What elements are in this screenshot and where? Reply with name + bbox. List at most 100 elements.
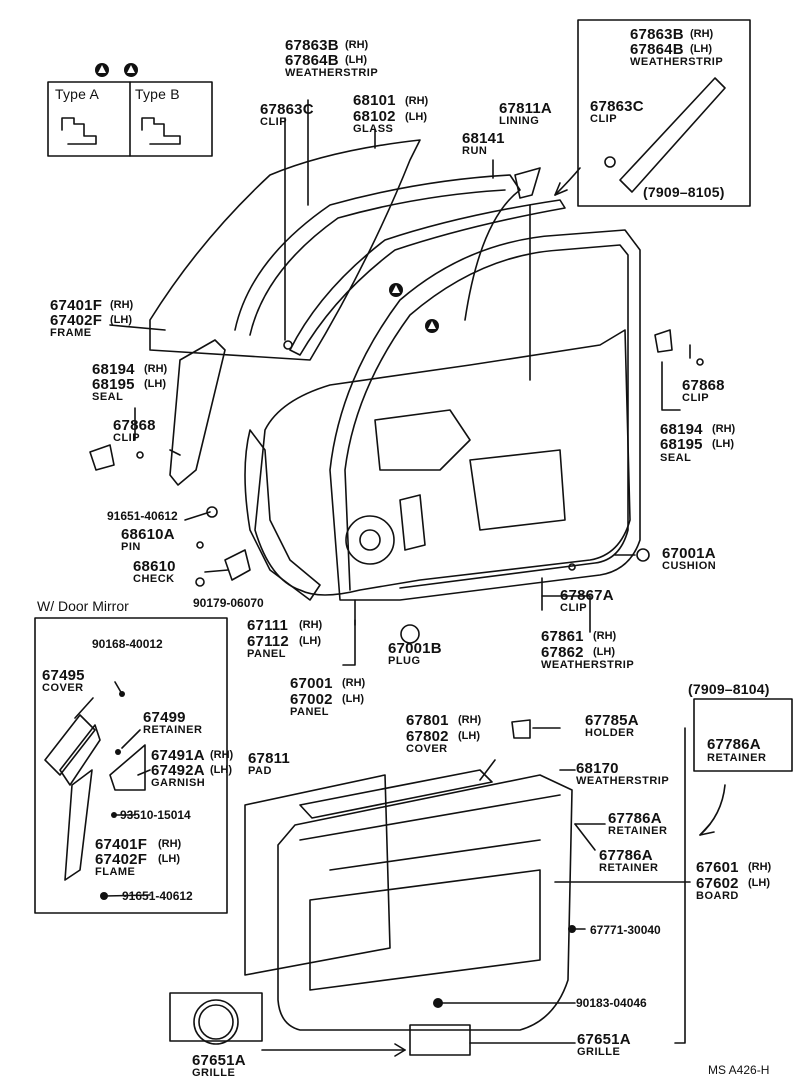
ws-r-rh: 67863B <box>630 26 684 43</box>
grille-box <box>169 992 263 1042</box>
board-rh: 67601 <box>696 859 739 876</box>
m-frame-lh-side: (LH) <box>158 853 180 865</box>
ret-2: 67786A <box>599 847 653 864</box>
frame-lh-side: (LH) <box>110 314 132 326</box>
plug-cap: PLUG <box>388 655 421 667</box>
panel-lh: 67112 <box>247 633 289 650</box>
pin: 68610A <box>121 526 175 543</box>
frame-bar <box>169 339 226 486</box>
ws-b-lh: 67862 <box>541 644 584 661</box>
holder: 67785A <box>585 712 639 729</box>
ws-b-rh: 67861 <box>541 628 584 645</box>
pin-cap: PIN <box>121 541 141 553</box>
diagram-code: MS A426-H <box>708 1063 770 1077</box>
panel-lh-side: (LH) <box>299 635 321 647</box>
bolt-2: 90179-06070 <box>193 596 264 610</box>
m-garnish-rh: 67491A <box>151 747 205 764</box>
frame-rh: 67401F <box>50 297 103 314</box>
weatherstrip-top <box>289 199 566 356</box>
m-garnish-lh: 67492A <box>151 762 205 779</box>
ws-top-cap: WEATHERSTRIP <box>285 67 379 79</box>
clip-l: 67868 <box>113 417 156 434</box>
trim-board <box>277 774 573 1031</box>
door-panel <box>254 329 631 596</box>
ret-box-cap: RETAINER <box>707 752 767 764</box>
glass-lh: 68102 <box>353 108 396 125</box>
m-screw2: 93510-15014 <box>120 808 191 822</box>
frame-lh: 67402F <box>50 312 103 329</box>
cover-rh: 67801 <box>406 712 449 729</box>
grille: 67651A <box>577 1031 631 1048</box>
glass-rh-side: (RH) <box>405 95 429 107</box>
ws-b-rh-side: (RH) <box>593 630 617 642</box>
run: 68141 <box>462 130 505 147</box>
m-frame-rh-side: (RH) <box>158 838 182 850</box>
glass-lh-side: (LH) <box>405 111 427 123</box>
door-rh-side: (RH) <box>342 677 366 689</box>
ws-b-lh-side: (LH) <box>593 646 615 658</box>
cushion: 67001A <box>662 545 716 562</box>
mirror-title: W/ Door Mirror <box>37 598 129 614</box>
cover-lh: 67802 <box>406 728 449 745</box>
seal-r-rh: 68194 <box>660 421 703 438</box>
ret-2-cap: RETAINER <box>599 862 659 874</box>
board-lh-side: (LH) <box>748 877 770 889</box>
clip-c: 67863C <box>260 101 314 118</box>
seal-r-lh-side: (LH) <box>712 438 734 450</box>
board-rh-side: (RH) <box>748 861 772 873</box>
m-screw: 90168-40012 <box>92 637 163 651</box>
seal-r-lh: 68195 <box>660 436 703 453</box>
retainer-box <box>693 698 793 772</box>
grille-part <box>409 1024 471 1056</box>
m-frame-lh: 67402F <box>95 851 148 868</box>
seal-l-lh-side: (LH) <box>144 378 166 390</box>
glass-run <box>234 174 521 331</box>
seal-l-cap: SEAL <box>92 391 124 403</box>
frame-rh-side: (RH) <box>110 299 134 311</box>
ws-top-rh-side: (RH) <box>345 39 369 51</box>
mirror-box <box>34 617 228 914</box>
grille-c: 67651A <box>192 1052 246 1069</box>
cover-lh-side: (LH) <box>458 730 480 742</box>
door-lh-side: (LH) <box>342 693 364 705</box>
ws-r-lh: 67864B <box>630 41 684 58</box>
door-cap: PANEL <box>290 706 329 718</box>
bolt-1: 91651-40612 <box>107 509 178 523</box>
clip-a: 67867A <box>560 587 614 604</box>
run-cap: RUN <box>462 145 488 157</box>
board-cap: BOARD <box>696 890 739 902</box>
lining-cap: LINING <box>499 115 540 127</box>
type-a-label: Type A <box>55 86 100 102</box>
cushion-cap: CUSHION <box>662 560 717 572</box>
board-lh: 67602 <box>696 875 739 892</box>
check-cap: CHECK <box>133 573 175 585</box>
m-garnish-rh-side: (RH) <box>210 749 234 761</box>
clip-c-cap: CLIP <box>260 116 288 128</box>
m-frame-cap: FLAME <box>95 866 136 878</box>
door-frame <box>329 229 641 601</box>
seal-r-rh-side: (RH) <box>712 423 736 435</box>
type-ab-box <box>47 81 213 157</box>
clip-c2-cap: CLIP <box>590 113 618 125</box>
seal-l-rh: 68194 <box>92 361 135 378</box>
seal-r-cap: SEAL <box>660 452 692 464</box>
ws-top-lh-side: (LH) <box>345 54 367 66</box>
m-garnish-lh-side: (LH) <box>210 764 232 776</box>
door-pad <box>244 774 391 976</box>
m-retainer: 67499 <box>143 709 186 726</box>
clip-a-cap: CLIP <box>560 602 588 614</box>
ret-box: 67786A <box>707 736 761 753</box>
grille-cap: GRILLE <box>577 1046 621 1058</box>
ws-b-cap: WEATHERSTRIP <box>541 659 635 671</box>
weatherstrip-box-part <box>619 77 726 193</box>
m-cover-cap: COVER <box>42 682 84 694</box>
frame-cap: FRAME <box>50 327 92 339</box>
range-1: (7909–8105) <box>643 184 725 200</box>
plug: 67001B <box>388 640 442 657</box>
door-check <box>224 549 251 581</box>
glass-rh: 68101 <box>353 92 396 109</box>
ret-1: 67786A <box>608 810 662 827</box>
panel-rh-side: (RH) <box>299 619 323 631</box>
seal-l-lh: 68195 <box>92 376 135 393</box>
